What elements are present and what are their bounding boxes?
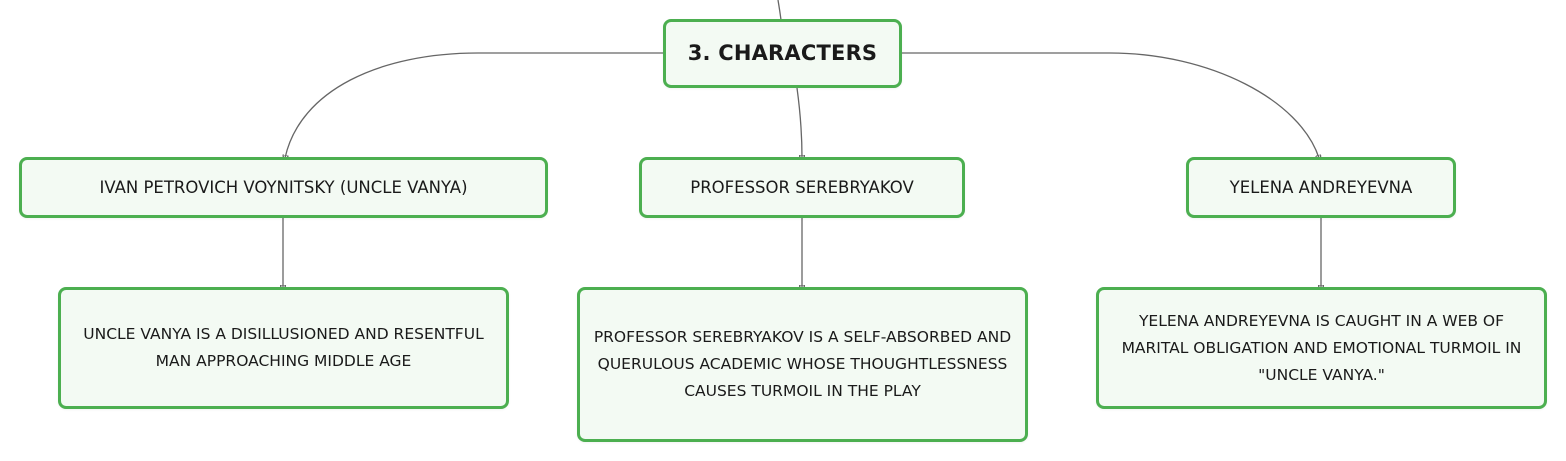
character-name: IVAN PETROVICH VOYNITSKY (UNCLE VANYA) bbox=[99, 178, 468, 197]
character-description: UNCLE VANYA IS A DISILLUSIONED AND RESEN… bbox=[83, 325, 484, 370]
root-node-label: 3. CHARACTERS bbox=[687, 41, 878, 65]
connector-root-to-yelena bbox=[901, 52, 1319, 158]
character-description: YELENA ANDREYEVNA IS CAUGHT IN A WEB OF … bbox=[1121, 311, 1522, 384]
description-node-vanya[interactable]: UNCLE VANYA IS A DISILLUSIONED AND RESEN… bbox=[58, 287, 509, 409]
character-node-serebryakov[interactable]: PROFESSOR SEREBRYAKOV bbox=[639, 157, 965, 218]
description-node-yelena[interactable]: YELENA ANDREYEVNA IS CAUGHT IN A WEB OF … bbox=[1096, 287, 1547, 409]
character-node-vanya[interactable]: IVAN PETROVICH VOYNITSKY (UNCLE VANYA) bbox=[19, 157, 548, 218]
root-node-characters[interactable]: 3. CHARACTERS bbox=[663, 19, 902, 88]
character-description: PROFESSOR SEREBRYAKOV IS A SELF-ABSORBED… bbox=[593, 328, 1012, 400]
character-name: YELENA ANDREYEVNA bbox=[1229, 178, 1413, 197]
connector-parent-to-root bbox=[777, 0, 782, 21]
connector-root-to-vanya bbox=[285, 52, 664, 158]
connector-root-to-serebryakov bbox=[796, 87, 802, 158]
description-node-serebryakov[interactable]: PROFESSOR SEREBRYAKOV IS A SELF-ABSORBED… bbox=[577, 287, 1028, 442]
character-node-yelena[interactable]: YELENA ANDREYEVNA bbox=[1186, 157, 1456, 218]
character-name: PROFESSOR SEREBRYAKOV bbox=[690, 178, 914, 197]
